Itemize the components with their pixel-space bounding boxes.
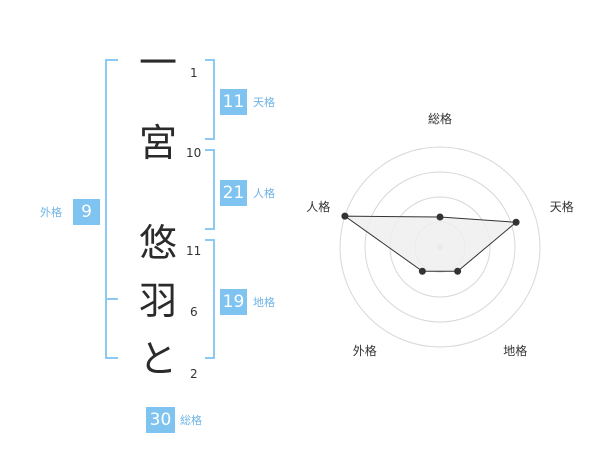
radar-series-polygon <box>343 215 518 272</box>
chikaku-label: 地格 <box>253 296 275 309</box>
radar-ring <box>339 146 541 348</box>
radar-axis-label-chikaku: 地格 <box>503 343 528 358</box>
name-char-2: 宮 <box>139 121 178 165</box>
name-char-1: 一 <box>139 41 178 85</box>
chikaku-bracket <box>205 239 215 359</box>
soukaku-label: 総格 <box>180 414 202 427</box>
stroke-count-2: 10 <box>186 146 202 160</box>
stroke-count-4: 6 <box>190 305 198 319</box>
gaikaku-bracket <box>105 59 118 359</box>
name-char-3: 悠 <box>139 221 178 265</box>
name-char-5: と <box>139 337 178 381</box>
radar-ring <box>364 171 516 323</box>
stroke-count-1: 1 <box>190 66 198 80</box>
radar-axis-label-jinkaku: 人格 <box>306 200 331 215</box>
tenkaku-label: 天格 <box>253 96 275 109</box>
radar-series <box>341 212 520 275</box>
tenkaku-bracket <box>205 59 215 140</box>
radar-axis-label-soukaku: 総格 <box>428 112 453 126</box>
tenkaku-value-badge: 11 <box>220 89 247 115</box>
radar-point-0 <box>436 213 444 221</box>
soukaku-value-badge: 30 <box>146 407 175 433</box>
radar-point-3 <box>418 267 426 275</box>
name-char-4: 羽 <box>139 279 178 323</box>
stroke-count-5: 2 <box>190 367 198 381</box>
radar-point-4 <box>341 212 349 220</box>
radar-point-2 <box>454 267 462 275</box>
radar-point-1 <box>512 218 520 226</box>
jinkaku-value-badge: 21 <box>220 180 247 206</box>
jinkaku-bracket <box>205 149 215 230</box>
chikaku-value-badge: 19 <box>220 289 247 315</box>
gaikaku-label: 外格 <box>40 206 62 219</box>
stroke-count-3: 11 <box>186 244 202 258</box>
gaikaku-value-badge: 9 <box>73 199 100 225</box>
jinkaku-label: 人格 <box>253 187 275 200</box>
radar-axis-label-gaikaku: 外格 <box>352 343 377 358</box>
radar-axis-label-tenkaku: 天格 <box>549 200 574 215</box>
